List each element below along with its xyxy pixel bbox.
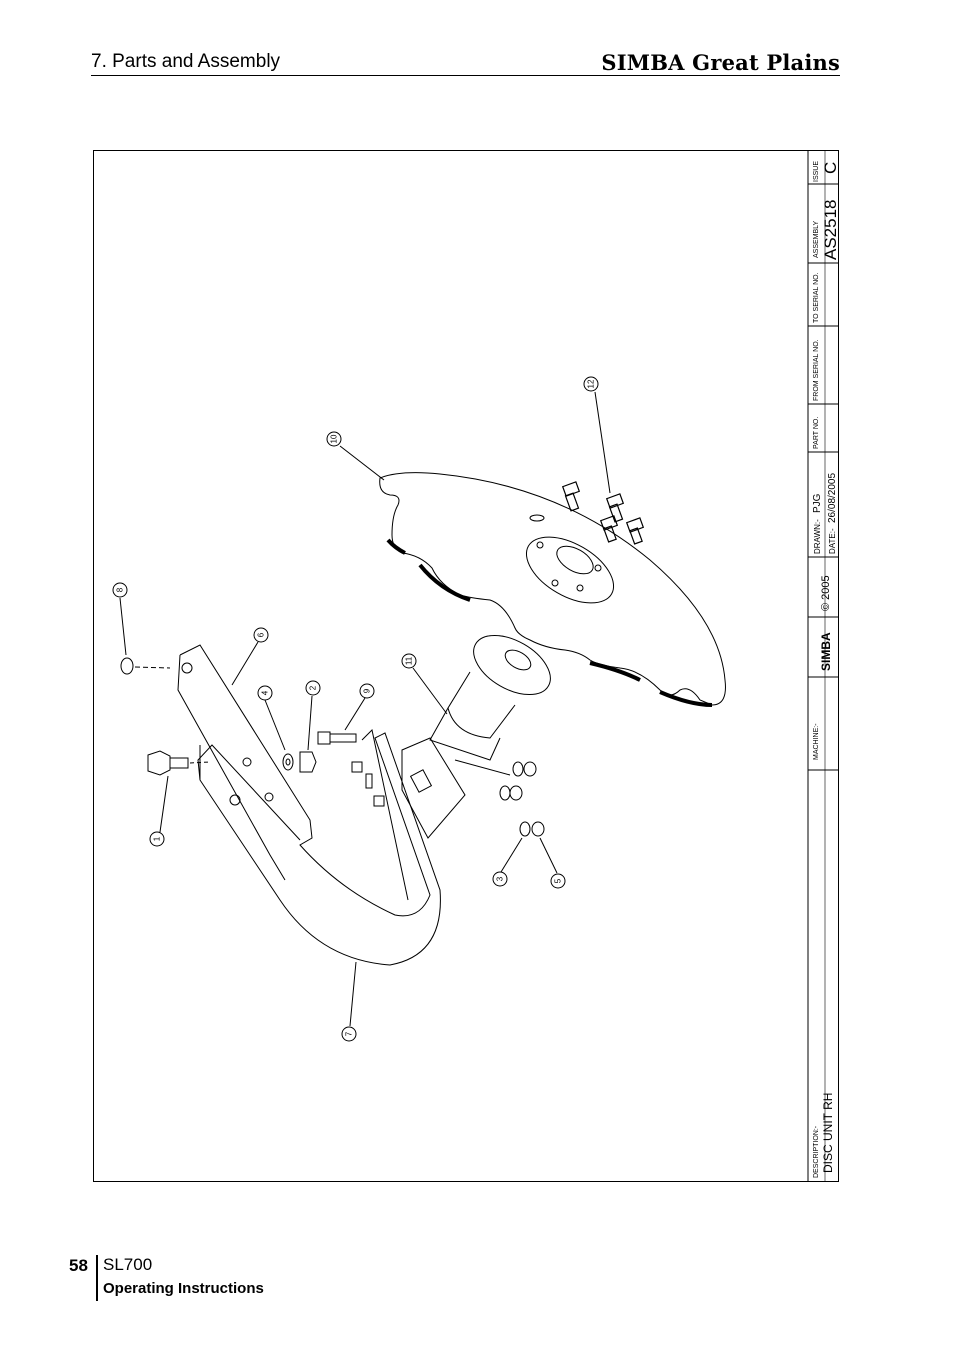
date-label: DATE:-	[828, 528, 837, 554]
callout-7: 7	[345, 1031, 354, 1036]
callout-9: 9	[363, 688, 372, 693]
drawn-label: DRAWN:-	[813, 519, 822, 554]
callout-1: 1	[153, 836, 162, 841]
machine-label: MACHINE:-	[813, 723, 820, 760]
callout-10: 10	[330, 434, 339, 443]
header-rule	[91, 75, 840, 76]
callout-3: 3	[496, 876, 505, 881]
from-serial-label: FROM SERIAL NO.	[813, 339, 820, 401]
section-title: 7. Parts and Assembly	[91, 51, 281, 72]
drawn-value: PJG	[812, 493, 823, 513]
callout-12: 12	[587, 379, 596, 388]
footer-rule	[96, 1255, 98, 1301]
document-type: Operating Instructions	[103, 1280, 264, 1297]
description-label: DESCRIPTION:-	[813, 1125, 820, 1178]
date-value: 26/08/2005	[827, 473, 838, 523]
title-block-logo: SIMBA	[819, 632, 833, 671]
callout-2: 2	[309, 685, 318, 690]
callout-4: 4	[261, 690, 270, 695]
to-serial-label: TO SERIAL NO.	[813, 272, 820, 323]
assembly-value: AS2518	[821, 200, 840, 261]
brand-logo: SIMBA Great Plains	[601, 50, 840, 75]
callout-5: 5	[554, 878, 563, 883]
page-number: 58	[69, 1256, 88, 1275]
callout-11: 11	[405, 656, 414, 665]
callout-8: 8	[116, 587, 125, 592]
issue-value: C	[821, 162, 840, 174]
description-value: DISC UNIT RH	[821, 1093, 835, 1173]
copyright: © 2005	[820, 575, 832, 611]
drawing-frame	[93, 150, 839, 1182]
model-name: SL700	[103, 1255, 153, 1274]
part-no-label: PART NO.	[813, 417, 820, 449]
issue-label: ISSUE	[813, 161, 820, 182]
callout-6: 6	[257, 632, 266, 637]
assembly-label: ASSEMBLY	[813, 220, 820, 258]
